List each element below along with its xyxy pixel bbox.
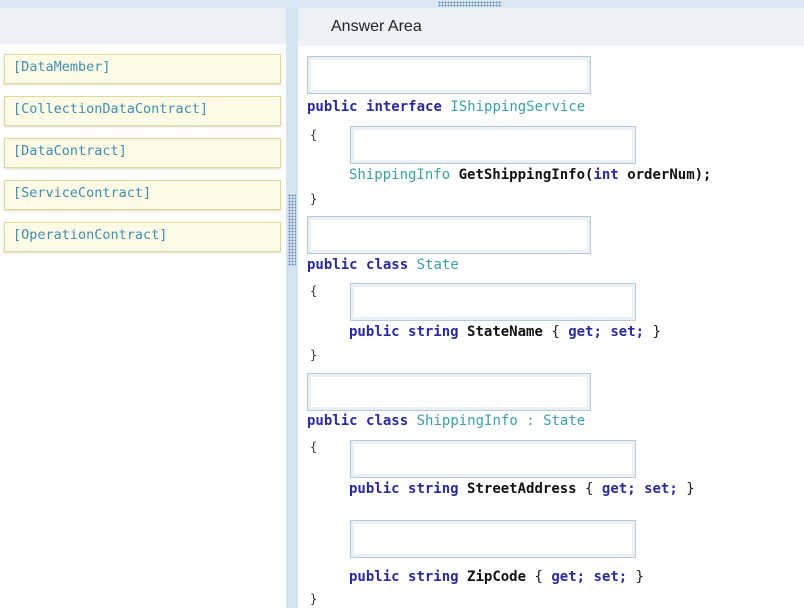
top-toolbar-strip — [0, 0, 804, 8]
code-close-brace: } — [310, 592, 318, 606]
drop-target-shippinginfo-class-attribute[interactable] — [307, 373, 591, 411]
code-line-method: ShippingInfo GetShippingInfo(int orderNu… — [349, 167, 712, 183]
choice-datacontract[interactable]: [DataContract] — [4, 138, 281, 168]
code-line-statename: public string StateName { get; set; } — [349, 324, 661, 340]
drop-target-state-class-attribute[interactable] — [307, 216, 591, 254]
code-open-brace: { — [310, 128, 318, 142]
drop-target-method-attribute[interactable] — [350, 126, 636, 164]
code-close-brace: } — [310, 192, 318, 206]
code-line-interface: public interface IShippingService — [307, 99, 586, 115]
panel-splitter[interactable] — [286, 8, 298, 608]
code-line-streetaddress: public string StreetAddress { get; set; … — [349, 481, 695, 497]
drop-target-streetaddress-attribute[interactable] — [350, 440, 636, 478]
drop-target-statename-attribute[interactable] — [350, 283, 636, 321]
choices-header — [0, 8, 286, 44]
drop-target-interface-attribute[interactable] — [307, 56, 591, 94]
choice-operationcontract[interactable]: [OperationContract] — [4, 222, 281, 252]
answer-area-header: Answer Area — [298, 8, 804, 46]
drop-target-zipcode-attribute[interactable] — [350, 520, 636, 558]
code-line-state-class: public class State — [307, 257, 459, 273]
choice-datamember[interactable]: [DataMember] — [4, 54, 281, 84]
splitter-grip[interactable] — [288, 194, 296, 266]
code-open-brace: { — [310, 440, 318, 454]
code-line-shippinginfo-class: public class ShippingInfo : State — [307, 413, 586, 429]
code-line-zipcode: public string ZipCode { get; set; } — [349, 569, 645, 585]
code-open-brace: { — [310, 284, 318, 298]
choices-panel: [DataMember] [CollectionDataContract] [D… — [0, 8, 286, 608]
answer-area-title: Answer Area — [331, 18, 422, 35]
answer-area-panel: Answer Area public interface IShippingSe… — [298, 8, 804, 608]
code-close-brace: } — [310, 348, 318, 362]
choice-servicecontract[interactable]: [ServiceContract] — [4, 180, 281, 210]
top-resize-grip[interactable] — [438, 1, 502, 7]
choice-collectiondatacontract[interactable]: [CollectionDataContract] — [4, 96, 281, 126]
